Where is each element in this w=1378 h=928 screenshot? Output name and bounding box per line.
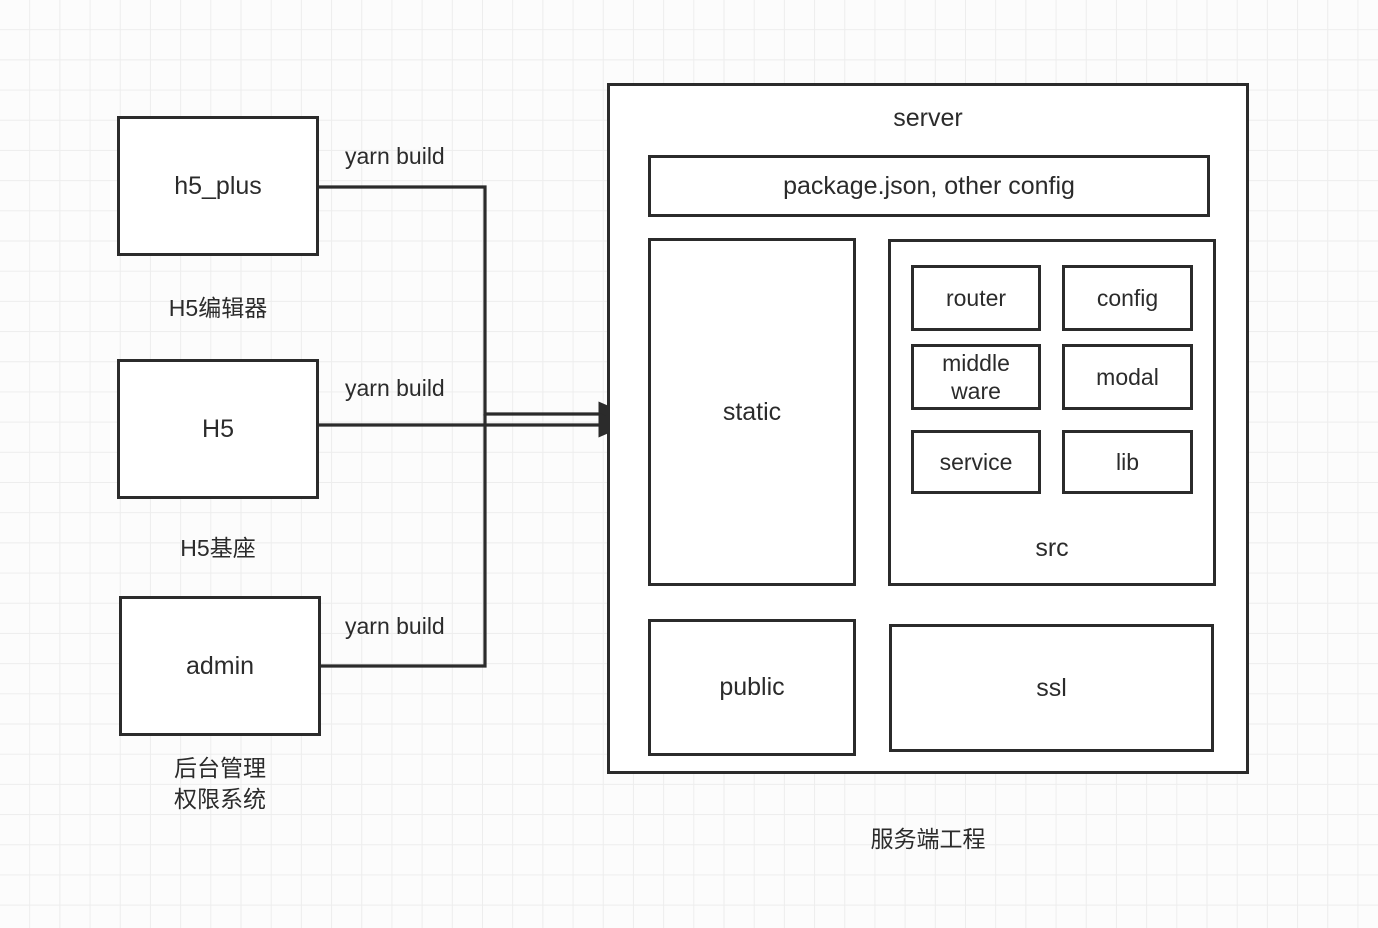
edge-admin-to-static (321, 414, 487, 668)
node-h5-plus[interactable]: h5_plus (117, 116, 319, 256)
node-admin[interactable]: admin (119, 596, 321, 736)
node-config[interactable]: config (1062, 265, 1193, 331)
node-lib[interactable]: lib (1062, 430, 1193, 494)
group-server-label: server (893, 104, 963, 132)
node-static[interactable]: static (648, 238, 856, 586)
node-router-label: router (945, 284, 1007, 311)
node-h5[interactable]: H5 (117, 359, 319, 499)
node-middleware-label: middle ware (942, 349, 1010, 404)
node-config-label: config (1096, 284, 1159, 311)
node-ssl[interactable]: ssl (889, 624, 1214, 752)
node-lib-label: lib (1115, 448, 1139, 475)
node-public[interactable]: public (648, 619, 856, 756)
node-middleware[interactable]: middle ware (911, 344, 1041, 410)
caption-h5: H5基座 (180, 535, 256, 561)
node-h5-label: H5 (202, 414, 234, 443)
node-static-label: static (722, 397, 782, 426)
node-h5-plus-label: h5_plus (174, 171, 262, 200)
node-service[interactable]: service (911, 430, 1041, 494)
edge-label-yarn-build-h5: yarn build (345, 375, 445, 401)
caption-server: 服务端工程 (870, 826, 986, 852)
node-modal[interactable]: modal (1062, 344, 1193, 410)
node-modal-label: modal (1096, 363, 1159, 390)
node-ssl-label: ssl (1036, 673, 1067, 702)
edge-h5plus-to-static (319, 185, 628, 427)
node-package-config[interactable]: package.json, other config (648, 155, 1210, 217)
node-admin-label: admin (185, 651, 255, 680)
node-public-label: public (719, 673, 785, 702)
group-src-label: src (1035, 534, 1069, 562)
edge-label-yarn-build-h5-plus: yarn build (345, 143, 445, 169)
edge-label-yarn-build-admin: yarn build (345, 613, 445, 639)
caption-h5-plus: H5编辑器 (168, 295, 268, 321)
node-service-label: service (939, 448, 1013, 475)
caption-admin: 后台管理 权限系统 (174, 755, 266, 813)
node-router[interactable]: router (911, 265, 1041, 331)
node-package-config-label: package.json, other config (783, 171, 1075, 200)
